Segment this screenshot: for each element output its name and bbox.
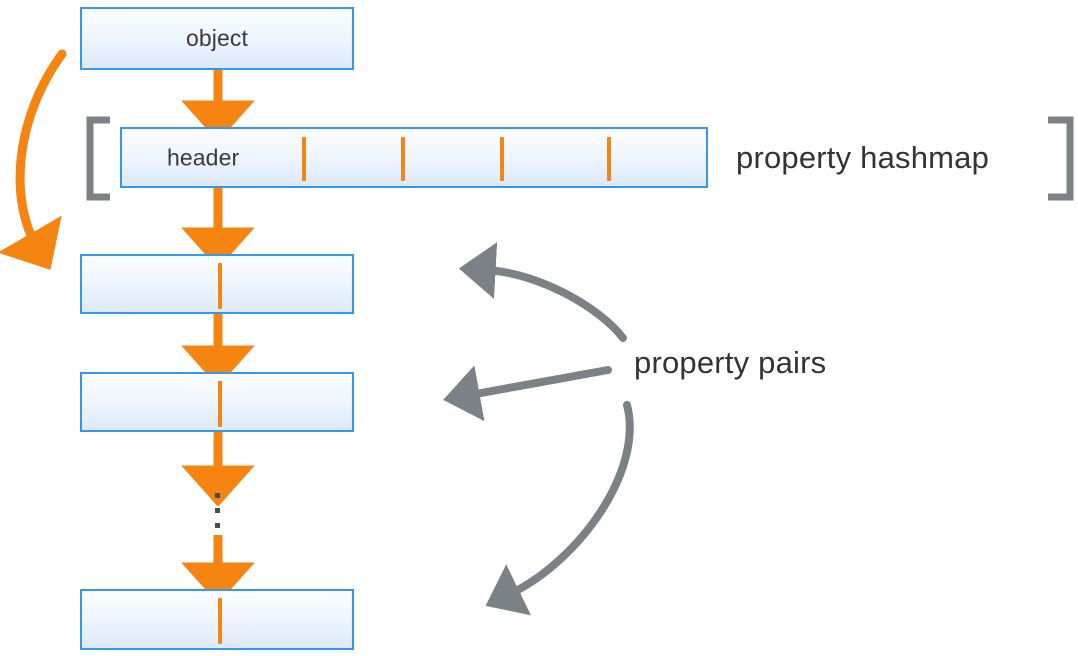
- property-hashmap-box[interactable]: header: [120, 127, 708, 188]
- property-pair-divider: [218, 263, 222, 309]
- callout-arrow-pairs-upper: [458, 242, 627, 342]
- hashmap-slot-divider: [401, 137, 405, 181]
- ellipsis-dot: [215, 508, 220, 513]
- property-pair-box[interactable]: [80, 372, 354, 432]
- left-bracket: [86, 116, 110, 201]
- flow-arrow-object-curved-to-pair-1: [0, 49, 67, 270]
- callout-arrow-pairs-middle: [443, 365, 612, 422]
- property-pair-box[interactable]: [80, 589, 354, 650]
- hashmap-slot-divider: [500, 137, 504, 181]
- ellipsis-dot: [215, 493, 220, 498]
- object-box[interactable]: object: [80, 7, 354, 70]
- hashmap-slot-divider: [302, 137, 306, 181]
- hashmap-slot-divider: [607, 137, 611, 181]
- property-hashmap-caption: property hashmap: [736, 140, 990, 175]
- right-bracket: [1048, 116, 1074, 201]
- property-pair-divider: [218, 381, 222, 427]
- property-pair-divider: [218, 598, 222, 644]
- property-pairs-caption: property pairs: [634, 345, 827, 380]
- ellipsis-dot: [215, 523, 220, 528]
- property-pair-box[interactable]: [80, 254, 354, 314]
- hashmap-header-label: header: [167, 144, 240, 170]
- object-box-label: object: [186, 25, 248, 51]
- callout-arrow-pairs-lower: [485, 401, 634, 616]
